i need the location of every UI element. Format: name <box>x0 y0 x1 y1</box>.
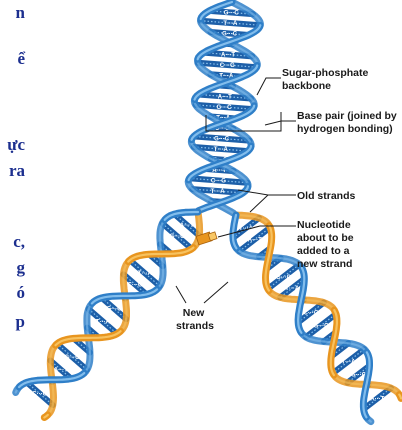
left-daughter-base-letter: T···A <box>96 319 111 325</box>
right-daughter-base-letter: G···C <box>276 275 292 281</box>
right-daughter-base-letter: C···G <box>304 311 319 317</box>
right-daughter-base-letter: T···A <box>285 286 300 292</box>
label-line: about to be <box>297 232 354 244</box>
label-line: new strand <box>297 258 352 270</box>
parent-base-letter: G···C <box>217 105 233 111</box>
parent-base-letter: A···T <box>218 95 232 101</box>
left-daughter-base-letter: G···C <box>107 307 123 313</box>
label-line: strands <box>176 320 214 332</box>
label-sugar-phosphate: Sugar-phosphate backbone <box>282 67 371 92</box>
left-daughter-base-letter: G···C <box>65 355 81 361</box>
label-line: Old strands <box>297 190 356 202</box>
left-daughter-base-letter: A···T <box>54 368 68 374</box>
label-line: Base pair (joined by <box>297 110 397 122</box>
label-line: added to a <box>297 245 350 257</box>
right-daughter-base-letter: G···C <box>351 372 367 378</box>
label-line: New <box>183 307 205 319</box>
nucleotide-base-block <box>208 232 217 241</box>
right-daughter-base-letter: A···T <box>248 237 262 243</box>
leader-new-strands-2 <box>204 282 228 303</box>
parent-base-letter: A···T <box>221 53 235 59</box>
label-old-strands: Old strands <box>297 190 356 202</box>
parent-base-letter: T···A <box>223 21 238 27</box>
right-daughter-base-letter: A···T <box>370 397 384 403</box>
left-daughter-base-letter: G···C <box>170 234 186 240</box>
parent-base-letter: T···A <box>211 189 226 195</box>
label-base-pair: Base pair (joined by hydrogen bonding) <box>297 110 400 135</box>
label-nucleotide: Nucleotide about to be added to a new st… <box>297 219 357 270</box>
leader-old-strands-2 <box>250 195 268 212</box>
label-line: Nucleotide <box>297 219 351 231</box>
left-daughter-base-letter: T···A <box>138 271 153 277</box>
parent-base-letter: T···A <box>214 147 229 153</box>
label-new-strands: New strands <box>176 307 214 332</box>
right-daughter-base-letter: T···A <box>342 359 357 365</box>
label-line: backbone <box>282 80 331 92</box>
leader-sugar-phosphate <box>257 78 281 95</box>
label-line: Sugar-phosphate <box>282 67 368 79</box>
parent-base-letter: G···C <box>224 11 240 17</box>
left-daughter-base-letter: A···T <box>180 223 194 229</box>
parent-base-letter: G···C <box>214 137 230 143</box>
leader-new-strands <box>176 286 186 303</box>
parent-base-letter: C···G <box>211 179 226 185</box>
left-daughter-base-letter: C···G <box>128 282 143 288</box>
left-daughter-base-letter: C···G <box>32 392 47 398</box>
right-daughter-base-letter: G···C <box>314 324 330 330</box>
label-line: hydrogen bonding) <box>297 123 393 135</box>
parent-base-letter: C···G <box>220 63 235 69</box>
